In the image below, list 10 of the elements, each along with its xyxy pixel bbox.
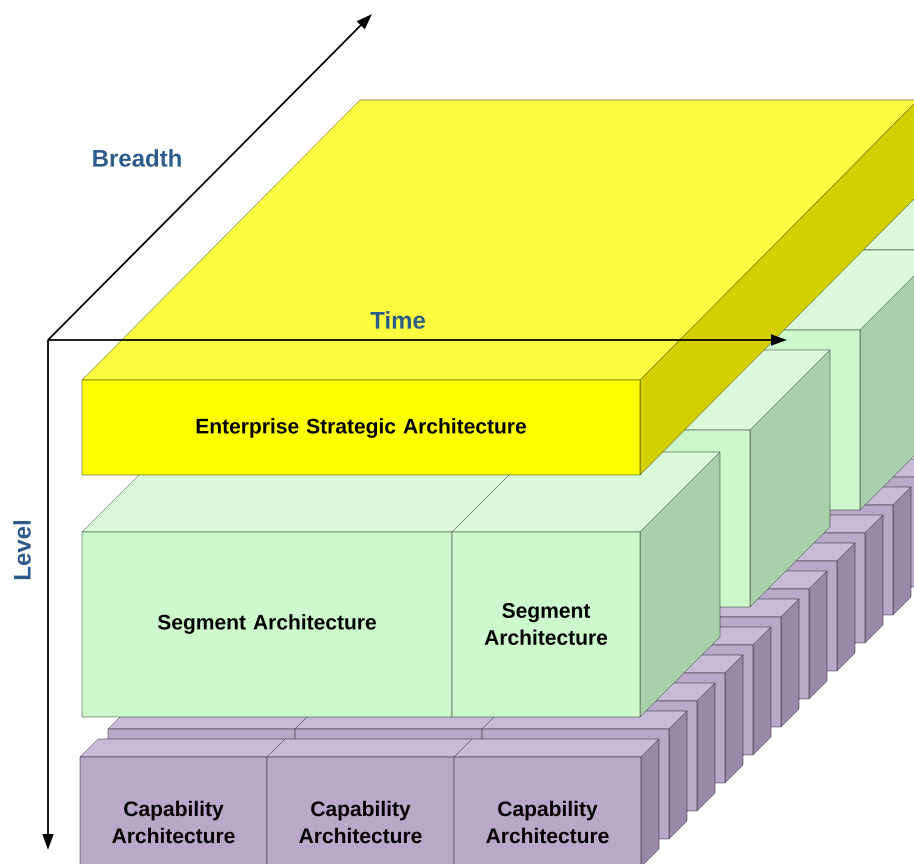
axis-label: Breadth bbox=[93, 149, 181, 167]
node-label: Capability Architecture bbox=[299, 800, 422, 844]
capability-box: Capability Architecture bbox=[80, 738, 286, 864]
node-label: Enterprise Strategic Architecture bbox=[196, 418, 526, 438]
capability-box: Capability Architecture bbox=[266, 738, 472, 864]
node-label: Capability Architecture bbox=[112, 800, 235, 844]
segment-box: Segment Architecture bbox=[452, 452, 720, 718]
axis-label: Level bbox=[13, 521, 31, 580]
capability-box: Capability Architecture bbox=[454, 738, 660, 864]
axis-label: Time bbox=[370, 311, 425, 329]
